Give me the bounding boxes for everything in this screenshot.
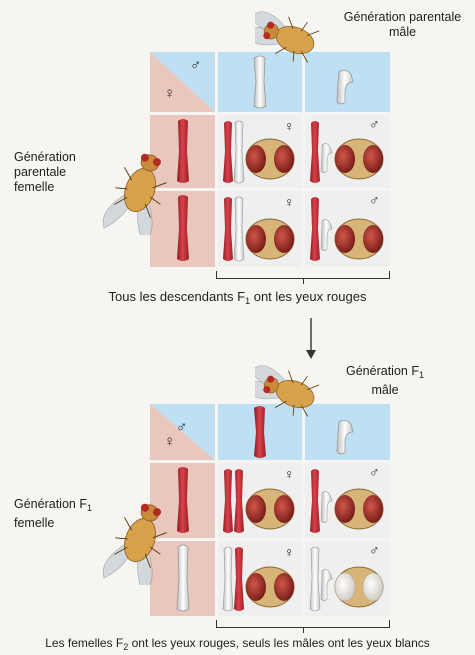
red-x-chromosome (223, 121, 233, 183)
white-x-chromosome (223, 547, 233, 611)
female-symbol: ♀ (164, 86, 175, 101)
male-symbol: ♂ (369, 543, 380, 557)
offspring-female-1: ♀ (218, 463, 302, 538)
offspring-male-1: ♂ (305, 463, 390, 538)
male-symbol: ♂ (369, 465, 380, 479)
fly-head-red-eyes (335, 489, 383, 529)
white-x-chromosome (234, 197, 244, 261)
fly-head-red-eyes (246, 219, 294, 259)
female-symbol: ♀ (284, 195, 295, 209)
punnett-square-top: ♂ ♀ ♀ (150, 52, 390, 267)
fly-head-white-eyes (335, 567, 383, 607)
female-symbol: ♀ (164, 434, 175, 449)
offspring-female-1: ♀ (218, 115, 302, 188)
bottom-result-text: Les femelles F2 ont les yeux rouges, seu… (0, 636, 475, 655)
fly-head-red-eyes (246, 489, 294, 529)
fly-head-red-eyes (246, 139, 294, 179)
male-symbol: ♂ (176, 420, 187, 435)
mother-fly-illustration (100, 140, 180, 235)
male-symbol: ♂ (190, 58, 201, 73)
white-x-chromosome (310, 547, 320, 611)
offspring-female-2: ♀ (218, 541, 302, 616)
f1-mother-fly-illustration (100, 490, 180, 585)
punnett-square-bottom: ♂ ♀ ♀ (150, 404, 390, 616)
red-x-chromosome (234, 469, 244, 533)
offspring-female-2: ♀ (218, 191, 302, 267)
top-father-label: Génération parentale mâle (330, 10, 475, 40)
red-x-chromosome (223, 469, 233, 533)
down-arrow-icon (304, 318, 318, 360)
red-x-chromosome (223, 197, 233, 261)
corner-cell: ♂ ♀ (150, 404, 215, 460)
female-symbol: ♀ (284, 545, 295, 559)
male-symbol: ♂ (369, 117, 380, 131)
female-symbol: ♀ (284, 119, 295, 133)
female-symbol: ♀ (284, 467, 295, 481)
father-fly-illustration (255, 6, 335, 68)
f1-father-fly-illustration (255, 362, 335, 424)
bottom-mother-label: Génération F1 femelle (14, 497, 92, 531)
red-x-chromosome (310, 197, 320, 261)
white-x-chromosome (234, 121, 244, 183)
red-x-chromosome (310, 469, 320, 533)
male-symbol: ♂ (369, 193, 380, 207)
corner-diagonal (150, 52, 215, 112)
fly-head-red-eyes (335, 139, 383, 179)
y-chromosome (321, 491, 332, 522)
fly-head-red-eyes (335, 219, 383, 259)
bottom-father-label: Génération F1 mâle (330, 364, 440, 398)
red-x-chromosome (310, 121, 320, 183)
offspring-male-2: ♂ (305, 541, 390, 616)
top-result-text: Tous les descendants F1 ont les yeux rou… (0, 289, 475, 309)
y-chromosome (321, 219, 332, 250)
corner-cell: ♂ ♀ (150, 52, 215, 112)
red-x-chromosome (234, 547, 244, 611)
offspring-male-2: ♂ (305, 191, 390, 267)
y-chromosome (321, 143, 332, 172)
bottom-bracket (216, 620, 390, 628)
fly-head-red-eyes (246, 567, 294, 607)
offspring-male-1: ♂ (305, 115, 390, 188)
top-mother-label: Génération parentale femelle (14, 150, 76, 195)
top-bracket (216, 271, 390, 279)
y-chromosome (321, 569, 332, 600)
